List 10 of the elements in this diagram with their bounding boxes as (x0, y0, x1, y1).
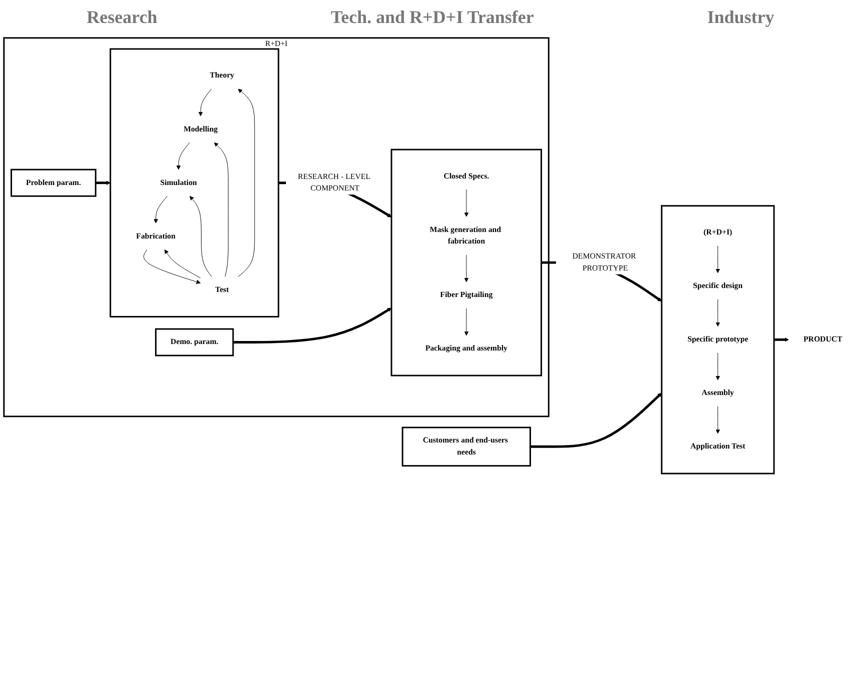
column-heading: Industry (707, 6, 774, 28)
arrow (96, 180, 111, 185)
arrow (774, 338, 789, 342)
arrow (233, 308, 392, 344)
arrow (530, 392, 662, 448)
column-heading: Research (86, 6, 158, 28)
cluster (660, 205, 775, 474)
column-heading: Tech. and R+D+I Transfer (330, 6, 534, 28)
cluster (390, 148, 542, 376)
cluster (110, 48, 280, 318)
